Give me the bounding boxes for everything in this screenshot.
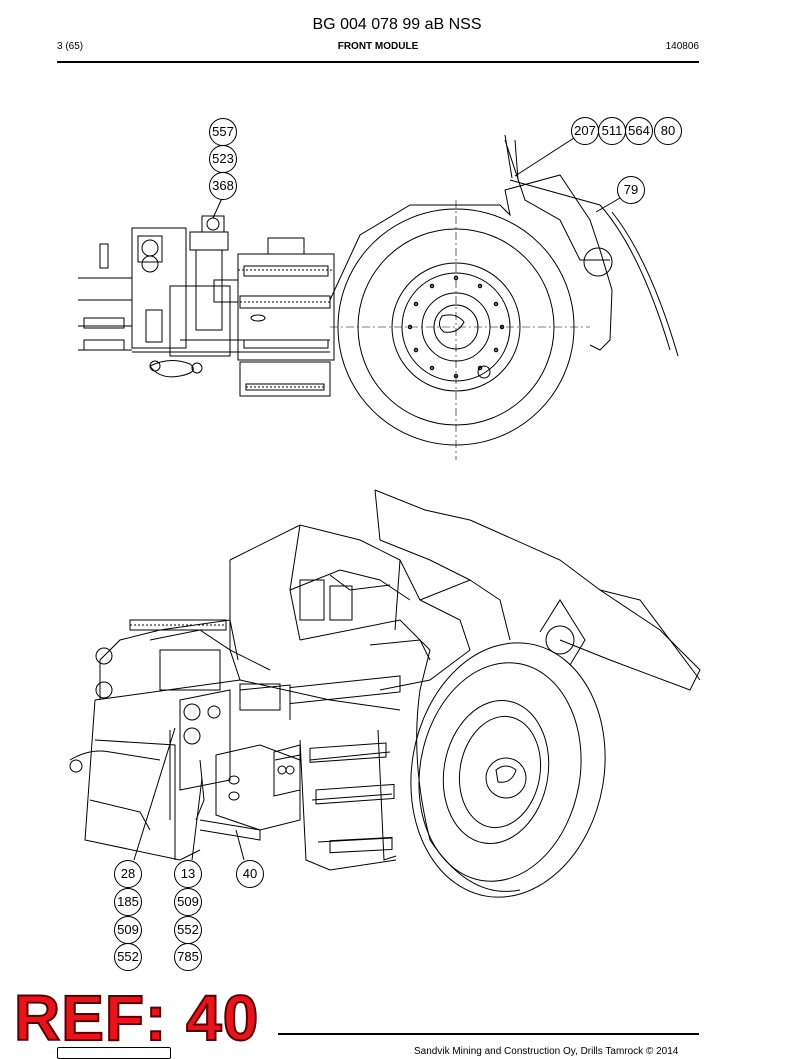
callout-368: 368 <box>209 172 237 200</box>
callout-552: 552 <box>114 943 142 971</box>
callout-80: 80 <box>654 117 682 145</box>
callout-28: 28 <box>114 860 142 888</box>
callout-557: 557 <box>209 118 237 146</box>
callout-511: 511 <box>598 117 626 145</box>
ref-stamp: REF: 40 <box>13 982 260 1054</box>
callout-509-b: 509 <box>174 888 202 916</box>
sandvik-logo-icon <box>57 1047 171 1059</box>
callout-185: 185 <box>114 888 142 916</box>
document-date: 140806 <box>665 41 699 52</box>
callout-564: 564 <box>625 117 653 145</box>
footer-rule <box>278 1033 699 1035</box>
document-code: BG 004 078 99 aB NSS <box>312 16 482 33</box>
callout-552-b: 552 <box>174 916 202 944</box>
section-title: FRONT MODULE <box>337 41 419 52</box>
side-view-drawing <box>78 134 679 460</box>
page-number: 3 (65) <box>57 41 84 52</box>
header-row: 3 (65) FRONT MODULE 140806 <box>57 41 699 55</box>
callout-40: 40 <box>236 860 264 888</box>
callout-13: 13 <box>174 860 202 888</box>
footer-copyright: Sandvik Mining and Construction Oy, Dril… <box>414 1046 679 1057</box>
header-rule <box>57 61 699 63</box>
callout-523: 523 <box>209 145 237 173</box>
callout-207: 207 <box>571 117 599 145</box>
callout-785: 785 <box>174 943 202 971</box>
callout-509: 509 <box>114 916 142 944</box>
isometric-view-drawing <box>69 489 701 898</box>
callout-79: 79 <box>617 176 645 204</box>
